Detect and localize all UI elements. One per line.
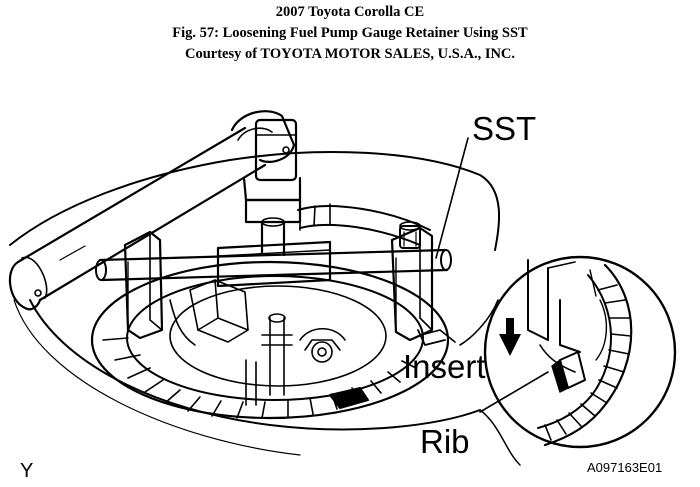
figure-code-label: A097163E01 xyxy=(587,460,662,475)
fuel-tank-outline xyxy=(9,151,521,466)
detail-magnifier-circle xyxy=(459,255,677,449)
sst-label: SST xyxy=(472,110,536,147)
callout-leader-lines xyxy=(424,137,549,413)
corner-mark-label: Y xyxy=(20,460,33,482)
insert-leader-line xyxy=(424,329,456,343)
insert-label: Insert xyxy=(403,348,486,385)
header-figure-caption: Fig. 57: Loosening Fuel Pump Gauge Retai… xyxy=(172,25,528,41)
rib-leader-line xyxy=(479,371,549,413)
sst-special-service-tool xyxy=(8,110,452,346)
sst-leader-line xyxy=(435,137,469,259)
figure-header: 2007 Toyota Corolla CE Fig. 57: Loosenin… xyxy=(0,2,700,65)
insert-direction-arrow-icon xyxy=(499,318,521,356)
header-vehicle-title: 2007 Toyota Corolla CE xyxy=(275,4,425,20)
fuel-pump-gauge-assembly xyxy=(169,203,431,406)
header-courtesy-line: Courtesy of TOYOTA MOTOR SALES, U.S.A., … xyxy=(184,46,516,62)
rib-label: Rib xyxy=(420,423,470,460)
